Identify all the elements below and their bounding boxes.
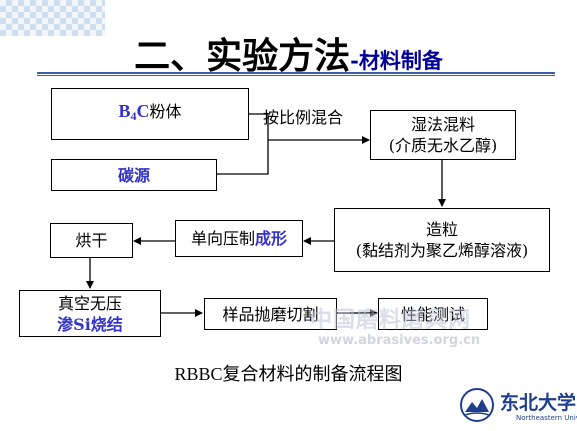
figure-caption: RBBC复合材料的制备流程图: [174, 364, 403, 384]
connector-carbon-out: [217, 140, 269, 175]
node-wet-mixing: 湿法混料 (介质无水乙醇): [370, 110, 516, 160]
node-performance-test: 性能测试: [378, 298, 488, 330]
node-granulation: 造粒 (黏结剂为聚乙烯醇溶液): [334, 208, 550, 272]
connector-b4c-out: [249, 113, 269, 140]
title-sub: -材料制备: [350, 48, 443, 73]
b4c-powder-text: 粉体: [149, 102, 182, 121]
university-logo: 东北大学 Northeastern University: [460, 388, 577, 428]
node-polish-cut: 样品抛磨切割: [204, 298, 337, 330]
slide-title: 二、实验方法-材料制备: [0, 27, 577, 79]
title-main: 二、实验方法: [134, 35, 351, 77]
title-rule-thin: [37, 75, 555, 76]
university-seal-icon: [460, 388, 494, 422]
university-name-en: Northeastern University: [516, 414, 577, 422]
node-carbon-source: 碳源: [51, 159, 217, 191]
node-b4c-powder: B4C粉体: [51, 88, 249, 140]
mix-ratio-label: 按比例混合: [263, 108, 344, 127]
node-uniaxial-pressing: 单向压制成形: [175, 220, 303, 257]
node-vacuum-sintering: 真空无压 渗Si烧结: [19, 290, 161, 337]
corner-checker-pattern: [0, 0, 105, 36]
b4c-formula: B4C: [118, 101, 150, 123]
node-drying: 烘干: [50, 223, 133, 258]
watermark-cn: 中国磨料磨具网: [310, 308, 472, 333]
title-rule: [37, 72, 555, 74]
watermark-url: www.abrasives.org.cn: [318, 333, 481, 348]
university-name: 东北大学: [500, 392, 577, 414]
